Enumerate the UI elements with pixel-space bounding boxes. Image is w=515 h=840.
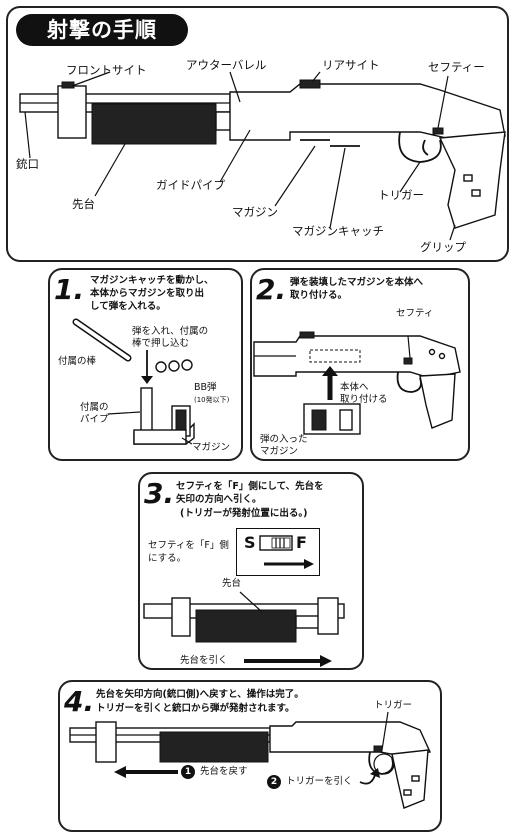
step4-return-label: 先台を戻す: [200, 766, 248, 778]
step4-trigger-label: トリガー: [374, 700, 412, 712]
step4-circle1: 1: [181, 765, 195, 779]
step4-circle2: 2: [267, 775, 281, 789]
step4-pull-trigger-label: トリガーを引く: [286, 776, 353, 788]
